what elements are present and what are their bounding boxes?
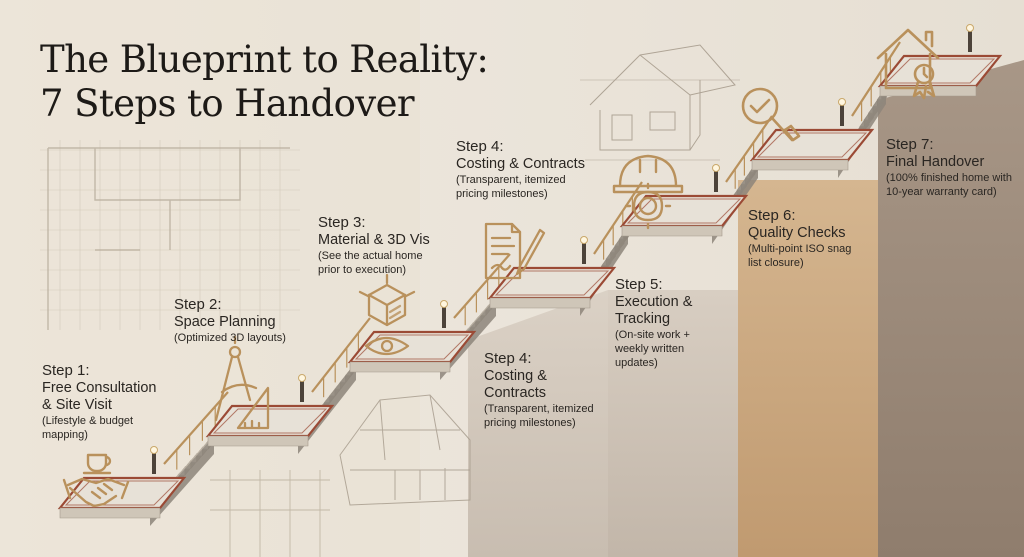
lamp-post-7 — [968, 30, 972, 52]
lamp-post-3 — [442, 306, 446, 328]
step-2-number: Step 2: — [174, 296, 222, 313]
lamp-post-2 — [300, 380, 304, 402]
house-frame-sketch-icon — [339, 394, 471, 506]
title-line-2: 7 Steps to Handover — [40, 82, 415, 125]
step-5-desc-line3: updates) — [615, 357, 658, 369]
step-6-name-line1: Quality Checks — [748, 225, 846, 241]
hardhat-gear-icon — [612, 154, 684, 230]
step-3-desc-line2: prior to execution) — [318, 264, 407, 276]
step-7-desc-line1: (100% finished home with — [886, 172, 1012, 184]
step-4-alt-name-line2: Contracts — [484, 385, 547, 401]
house-badge-icon — [876, 28, 940, 100]
panel-step7 — [878, 60, 1024, 557]
step-3-desc-line1: (See the actual home — [318, 250, 423, 262]
lamp-post-5 — [714, 170, 718, 192]
step-3-number: Step 3: — [318, 214, 366, 231]
step-5-desc-line2: weekly written — [615, 343, 685, 355]
landing-step-6 — [749, 128, 875, 171]
lamp-post-1 — [152, 452, 156, 474]
lamp-post-4 — [582, 242, 586, 264]
step-2-label: Step 2: Space Planning (Optimized 3D lay… — [174, 296, 314, 345]
panel-step5b — [608, 290, 738, 557]
step-5-name-line2: Tracking — [615, 311, 671, 327]
step-4-alt-name-line1: Costing & — [484, 368, 547, 384]
handrail-4 — [593, 181, 643, 255]
handrail-5 — [725, 115, 773, 183]
step-5-number: Step 5: — [615, 276, 663, 293]
step-6-label: Step 6: Quality Checks (Multi-point ISO … — [748, 207, 878, 270]
step-2-desc-line1: (Optimized 3D layouts) — [174, 332, 286, 344]
step-4-alt-label: Step 4: Costing & Contracts (Transparent… — [484, 350, 614, 430]
step-7-number: Step 7: — [886, 136, 934, 153]
step-7-name-line1: Final Handover — [886, 154, 985, 170]
landing-step-1 — [57, 476, 187, 519]
handrail-6 — [851, 41, 901, 117]
step-4-label: Step 4: Costing & Contracts (Transparent… — [456, 138, 616, 201]
title-line-1: The Blueprint to Reality: — [40, 38, 489, 81]
step-1-label: Step 1: Free Consultation & Site Visit (… — [42, 362, 182, 442]
step-1-desc-line2: mapping) — [42, 429, 88, 441]
step-1-name-line1: Free Consultation — [42, 380, 157, 396]
step-4-name-line1: Costing & Contracts — [456, 156, 585, 172]
step-4-alt-desc-line2: pricing milestones) — [484, 417, 576, 429]
compass-ruler-icon — [214, 335, 270, 430]
step-6-desc-line2: list closure) — [748, 257, 804, 269]
handrail-1 — [163, 391, 229, 465]
lamp-post-6 — [840, 104, 844, 126]
page-title: The Blueprint to Reality: 7 Steps to Han… — [40, 38, 489, 126]
step-1-number: Step 1: — [42, 362, 90, 379]
frame-sketch — [210, 470, 330, 557]
house-sketch-icon — [580, 44, 740, 161]
panel-step6 — [738, 180, 878, 557]
step-3-label: Step 3: Material & 3D Vis (See the actua… — [318, 214, 458, 277]
step-1-desc-line1: (Lifestyle & budget — [42, 415, 134, 427]
step-4-desc-line2: pricing milestones) — [456, 188, 548, 200]
step-4-alt-desc-line1: (Transparent, itemized — [484, 403, 594, 415]
step-5-name-line1: Execution & — [615, 294, 693, 310]
step-6-desc-line1: (Multi-point ISO snag — [748, 243, 852, 255]
handshake-coffee-icon — [62, 453, 130, 508]
contract-pen-icon — [484, 222, 546, 280]
step-5-desc-line1: (On-site work + — [615, 329, 690, 341]
floorplan-sketch — [47, 147, 290, 330]
step-1-name-line2: & Site Visit — [42, 397, 112, 413]
step-4-desc-line1: (Transparent, itemized — [456, 174, 566, 186]
step-3-name-line1: Material & 3D Vis — [318, 232, 430, 248]
magnifier-check-icon — [741, 87, 801, 142]
handrail-3 — [453, 253, 511, 319]
step-6-number: Step 6: — [748, 207, 796, 224]
step-4-number: Step 4: — [456, 138, 504, 155]
step-2-name-line1: Space Planning — [174, 314, 276, 330]
blueprint-grid — [40, 140, 300, 330]
step-7-desc-line2: 10-year warranty card) — [886, 186, 997, 198]
step-7-label: Step 7: Final Handover (100% finished ho… — [886, 136, 1022, 199]
panel-step5 — [468, 290, 608, 557]
step-4-alt-number: Step 4: — [484, 350, 532, 367]
cube-eye-icon — [358, 273, 416, 356]
step-5-label: Step 5: Execution & Tracking (On-site wo… — [615, 276, 735, 370]
handrail-2 — [311, 317, 371, 393]
